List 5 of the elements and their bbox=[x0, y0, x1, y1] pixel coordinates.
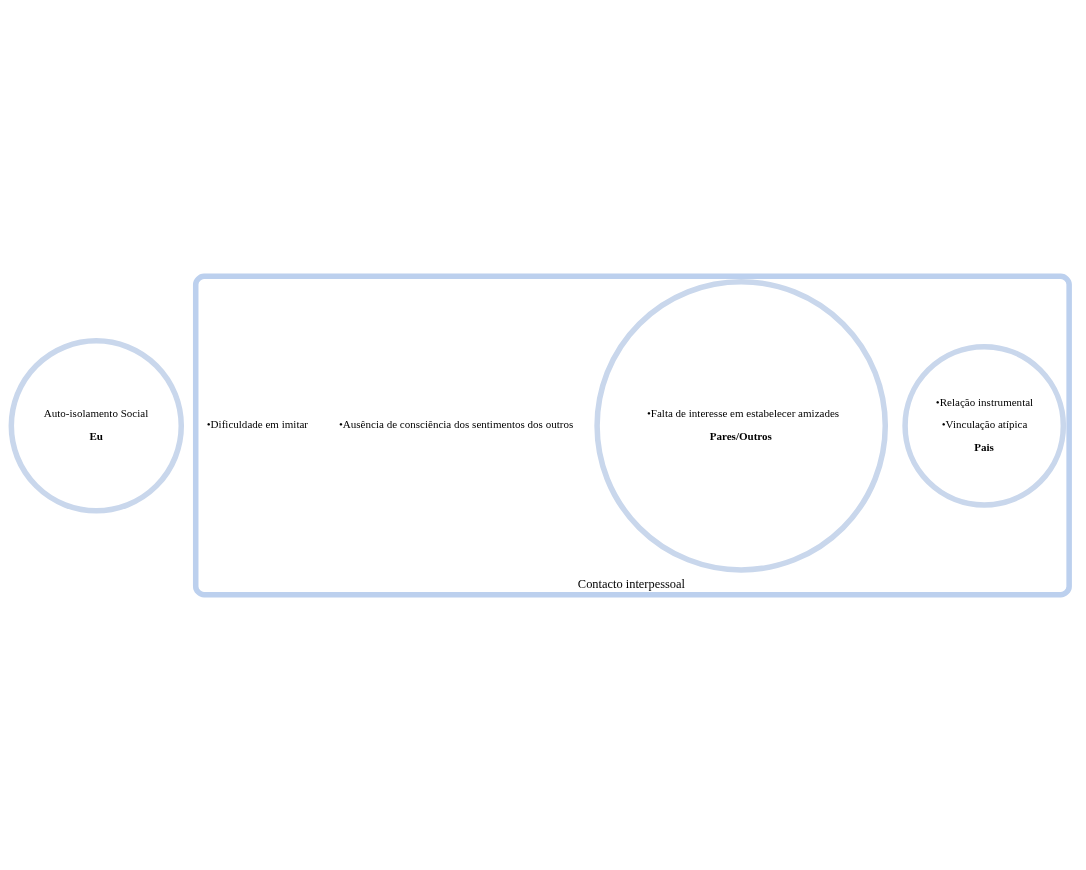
label: •Ausência de consciência dos sentimentos dos outros bbox=[338, 417, 574, 430]
node-circle: •Relação instrumental •Vinculação atípica Pais bbox=[902, 343, 1067, 508]
label: •Dificuldade em imitar bbox=[206, 417, 309, 430]
node-circle: •Falta de interesse em estabelecer amizades Pares/Outros bbox=[594, 278, 888, 573]
node-circle: Auto-isolamento Social Eu bbox=[8, 337, 185, 514]
